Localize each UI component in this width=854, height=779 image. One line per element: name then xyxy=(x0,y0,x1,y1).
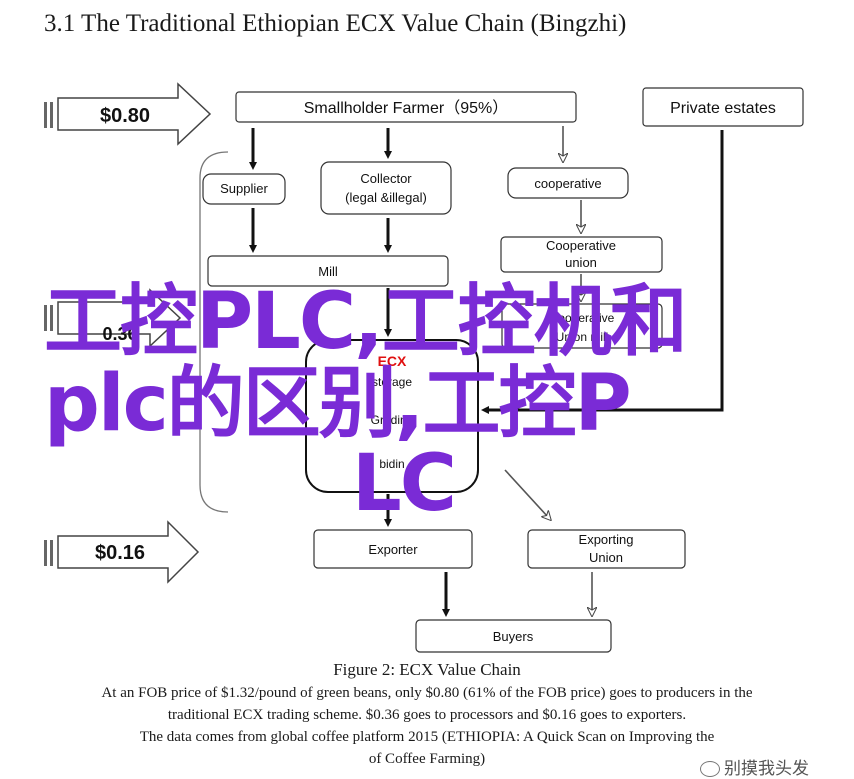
caption-line-2: traditional ECX trading scheme. $0.36 go… xyxy=(167,707,687,723)
supplier-box xyxy=(202,173,286,205)
cooperative-union-mill-box xyxy=(501,303,663,349)
price-arrow-top: $0.80 xyxy=(44,82,212,146)
caption-line-4: of Coffee Farming) xyxy=(368,751,486,767)
ecx-bidding-label: bidin xyxy=(379,457,404,471)
exporter-box xyxy=(313,529,473,569)
mill-label: Mill xyxy=(318,264,338,279)
cooperative-label: cooperative xyxy=(534,176,601,191)
ecx-box xyxy=(305,339,479,493)
collector-box xyxy=(320,161,452,215)
price-arrow-bottom: $0.16 xyxy=(44,520,200,584)
figure-title: Figure 2: ECX Value Chain xyxy=(333,660,521,679)
ecx-storage-label: storage xyxy=(372,375,412,389)
overlay-title-line-3: LC xyxy=(352,439,457,529)
watermark: 别摸我头发 xyxy=(700,754,809,779)
exporting-union-box xyxy=(527,529,686,569)
supplier-label: Supplier xyxy=(220,181,268,196)
cooperative-union-box xyxy=(500,236,663,273)
collector-label-1: Collector xyxy=(360,171,412,186)
section-heading: 3.1 The Traditional Ethiopian ECX Value … xyxy=(44,10,627,37)
ecx-label: ECX xyxy=(378,353,407,369)
smallholder-farmer-label: Smallholder Farmer（95%） xyxy=(304,99,509,117)
cooperative-union-mill-label-2: Union mill xyxy=(556,330,609,344)
price-label-middle: 0.36 xyxy=(102,324,137,344)
cooperative-union-label-2: union xyxy=(565,255,597,270)
overlay-title-line-1: 工控PLC,工控机和 xyxy=(44,277,688,367)
cooperative-arrows xyxy=(504,126,592,612)
buyers-label: Buyers xyxy=(493,629,534,644)
cooperative-box xyxy=(507,167,629,199)
price-label-top: $0.80 xyxy=(100,105,150,127)
value-chain-diagram: $0.80 0.36 $0.16 Smallholder Farmer（95%）… xyxy=(44,82,804,653)
processor-brace xyxy=(199,151,229,513)
exporter-label: Exporter xyxy=(368,542,418,557)
flow-arrows xyxy=(249,128,724,617)
collector-label-2: (legal &illegal) xyxy=(345,190,427,205)
watermark-text: 别摸我头发 xyxy=(724,759,809,779)
caption-line-1: At an FOB price of $1.32/pound of green … xyxy=(101,685,753,701)
ecx-grading-label: Grading xyxy=(371,413,414,427)
private-estates-box xyxy=(642,87,804,127)
caption-line-3: The data comes from global coffee platfo… xyxy=(139,729,715,745)
cooperative-union-label-1: Cooperative xyxy=(546,238,616,253)
price-label-bottom: $0.16 xyxy=(95,542,145,564)
cooperative-union-mill-label-1: Cooperative xyxy=(550,311,615,325)
exporting-union-label-1: Exporting xyxy=(579,532,634,547)
exporting-union-label-2: Union xyxy=(589,550,623,565)
overlay-title-line-2: plc的区别,工控P xyxy=(44,359,632,449)
price-arrow-middle: 0.36 xyxy=(44,288,182,348)
wechat-icon xyxy=(700,761,720,777)
smallholder-farmer-box xyxy=(235,91,577,123)
mill-box xyxy=(207,255,449,287)
buyers-box xyxy=(415,619,612,653)
private-estates-label: Private estates xyxy=(670,100,776,117)
